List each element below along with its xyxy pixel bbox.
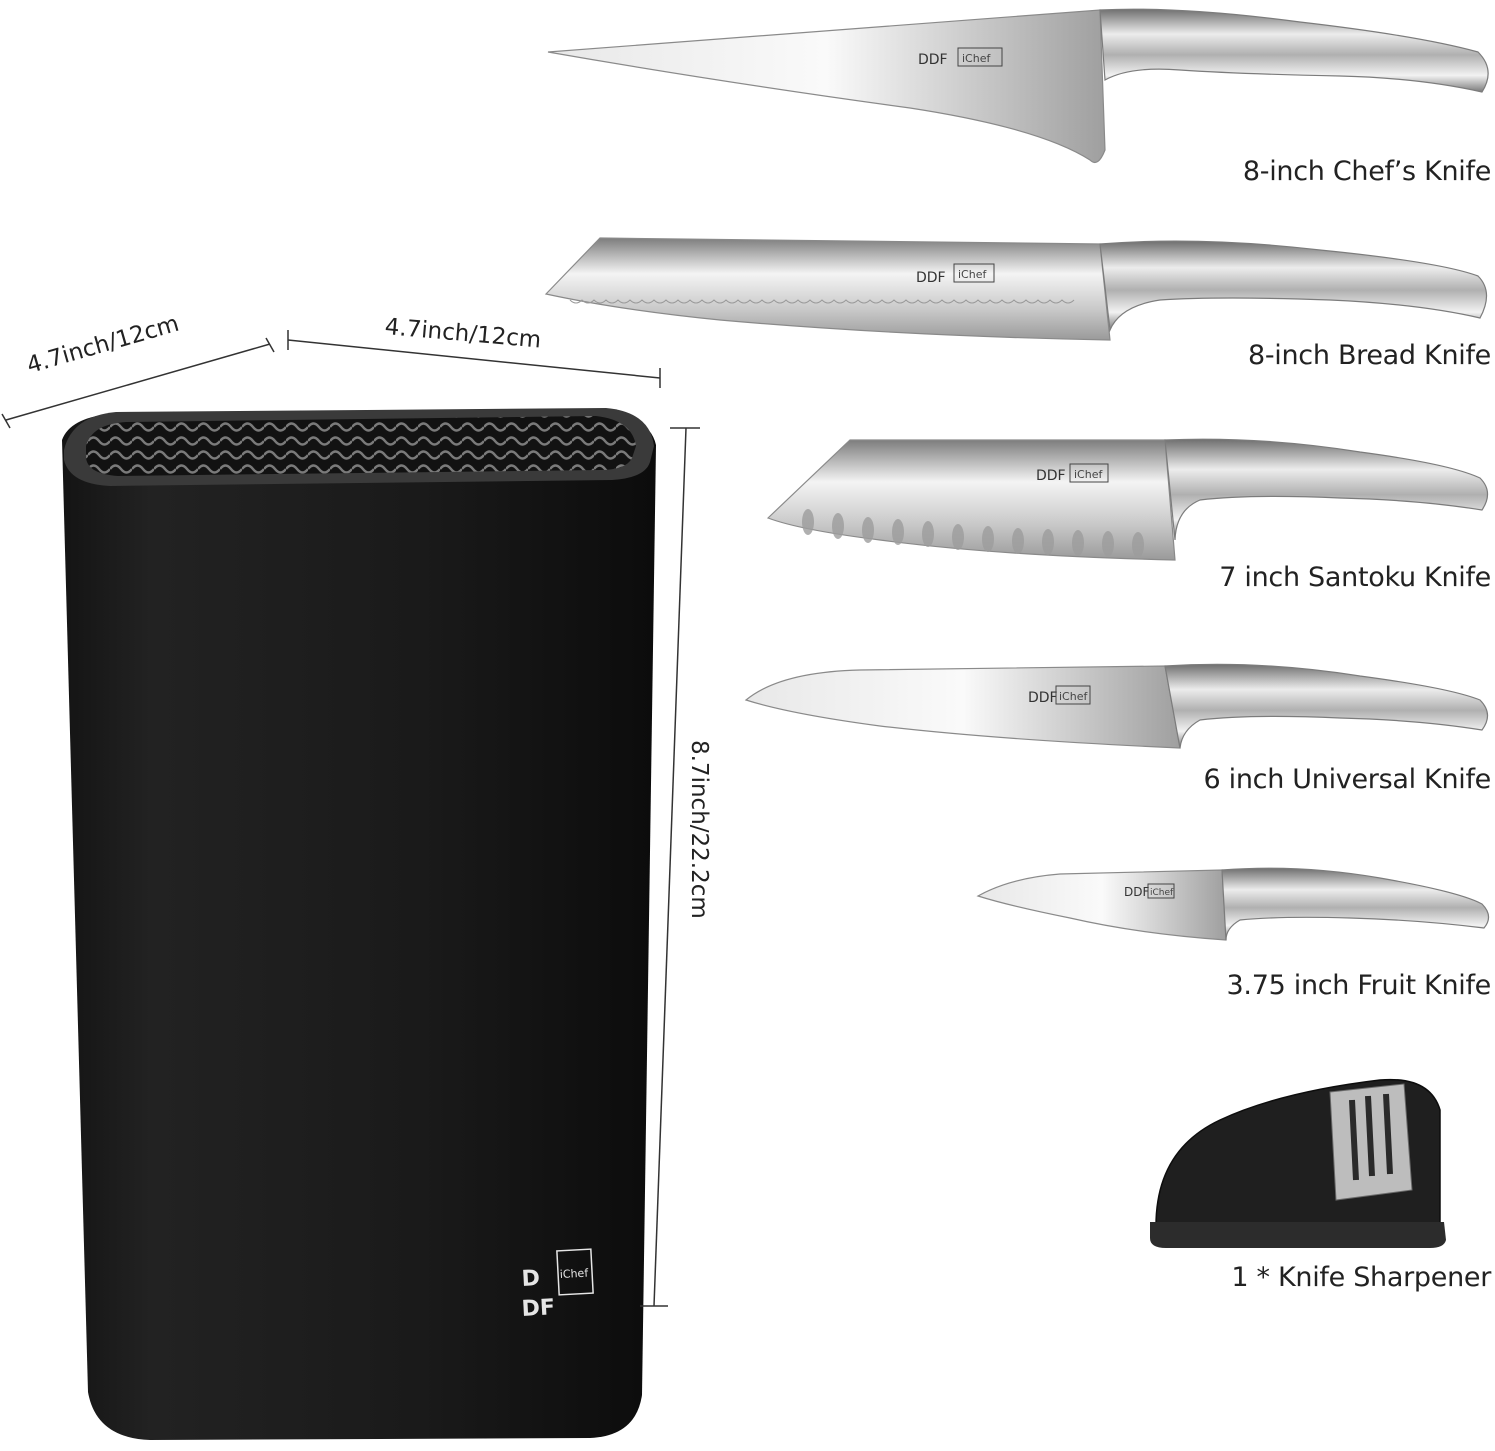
santoku-knife-blade xyxy=(766,439,1176,561)
chefs-knife-blade xyxy=(547,9,1106,163)
dimension-lines xyxy=(1,330,700,1307)
block-logo-box xyxy=(556,1248,594,1296)
bread-knife: DDF iChef xyxy=(544,237,1488,341)
bread-knife-handle xyxy=(1099,240,1488,333)
bread-knife-serration xyxy=(569,299,1075,304)
chefs-knife-handle xyxy=(1099,8,1489,93)
fruit-knife-blade xyxy=(976,869,1227,941)
santoku-knife: DDF iChef xyxy=(766,438,1489,561)
chefs-knife-label: 8-inch Chef’s Knife xyxy=(1242,156,1491,187)
santoku-knife-label: 7 inch Santoku Knife xyxy=(1219,562,1491,593)
universal-knife: DDF iChef xyxy=(744,663,1489,749)
bread-knife-label: 8-inch Bread Knife xyxy=(1247,340,1491,371)
depth-dimension-line xyxy=(5,343,271,421)
sharpener-base xyxy=(1150,1222,1446,1248)
santoku-knife-logo: DDF xyxy=(1036,468,1066,484)
chefs-knife-logo-brand: iChef xyxy=(962,52,991,65)
block-body xyxy=(62,414,656,1440)
santoku-knife-dimples xyxy=(802,509,1144,558)
fruit-knife-logo-brand: iChef xyxy=(1150,888,1174,898)
block-bristle-insert xyxy=(86,416,636,476)
fruit-knife-label: 3.75 inch Fruit Knife xyxy=(1226,970,1492,1001)
fruit-knife: DDF iChef xyxy=(976,867,1490,941)
fruit-knife-logo: DDF xyxy=(1124,885,1149,899)
block-logo-ddf-2: DF xyxy=(521,1295,556,1322)
height-dimension-line xyxy=(653,427,687,1307)
block-logo-ddf: D xyxy=(521,1266,541,1292)
chefs-knife: DDF iChef xyxy=(547,8,1489,163)
santoku-knife-logo-brand: iChef xyxy=(1074,468,1103,481)
universal-knife-handle xyxy=(1164,663,1489,749)
sharpener-slots xyxy=(1349,1093,1393,1181)
universal-knife-blade xyxy=(744,665,1181,749)
width-dimension-line xyxy=(287,339,661,379)
universal-knife-label: 6 inch Universal Knife xyxy=(1203,764,1491,795)
fruit-knife-handle xyxy=(1221,867,1490,941)
bread-knife-logo-brand: iChef xyxy=(958,268,987,281)
knife-sharpener xyxy=(1150,1078,1446,1248)
bread-knife-logo: DDF xyxy=(916,270,946,286)
universal-knife-logo: DDF xyxy=(1028,690,1058,706)
block-logo: D DF iChef xyxy=(521,1248,594,1322)
block-height-label: 8.7inch/22.2cm xyxy=(686,740,712,919)
universal-knife-logo-brand: iChef xyxy=(1059,690,1088,703)
santoku-knife-handle xyxy=(1164,438,1489,541)
knife-block: D DF iChef xyxy=(62,408,656,1440)
chefs-knife-logo: DDF xyxy=(918,52,948,68)
bread-knife-blade xyxy=(544,237,1111,341)
sharpener-label: 1 * Knife Sharpener xyxy=(1231,1262,1491,1293)
block-logo-brand: iChef xyxy=(559,1266,589,1281)
